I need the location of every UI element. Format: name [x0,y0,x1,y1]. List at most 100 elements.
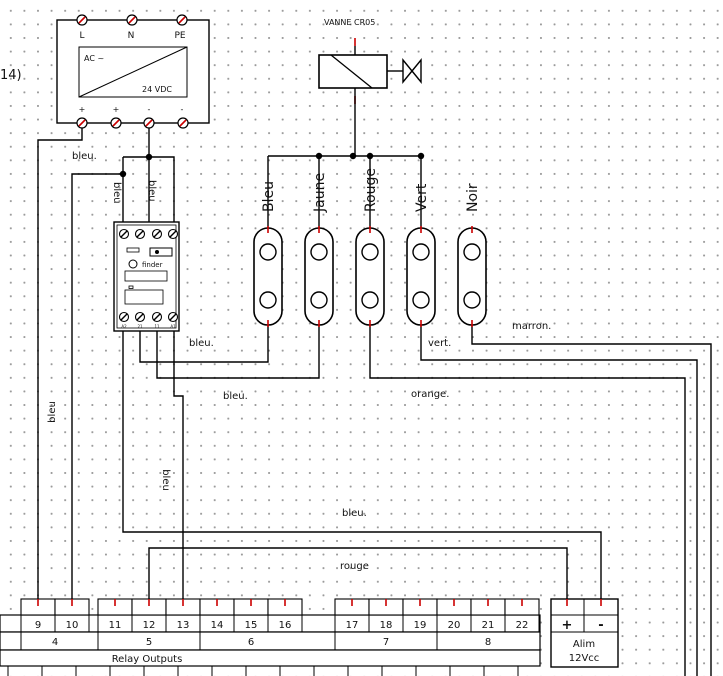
terminal-13-label: 13 [177,620,190,631]
valve-label: VANNE CR05 [324,18,375,27]
junction-dot-3 [366,152,374,160]
label-bleu-top: bleu. [72,151,97,162]
relay-bottom-screw-1 [118,311,130,323]
label-bleu-left: bleu [47,401,58,423]
power-supply: AC ~ 24 VDC L N PE + + - - [56,14,210,129]
alim-label-1: Alim [573,639,595,650]
label-bleu-vertical-1: bleu [111,182,122,204]
label-bleu-relay: bleu. [189,338,214,349]
out-minus-1-label: - [148,105,151,114]
terminal-12-label: 12 [143,620,156,631]
cable-bleu-hole-top [259,243,277,261]
relay-outputs-row [0,649,541,667]
relay-top-screw-3 [151,228,163,240]
terminal-10-label: 10 [66,620,79,631]
group-8-number: 8 [485,637,491,648]
terminal-pe-label: PE [174,31,185,41]
cable-jaune: Jaune [304,173,334,327]
terminal-n-label: N [128,31,135,41]
terminal-l-screw [76,14,88,26]
label-bleu-bottom: bleu. [342,508,367,519]
group-6-number: 6 [248,637,254,648]
terminal-16-label: 16 [279,620,292,631]
terminal-15-label: 15 [245,620,258,631]
out-plus-1-screw [76,117,88,129]
cable-vert-label: Vert [414,183,430,212]
junction-dot-1 [315,152,323,160]
alim-minus-label: - [598,618,603,633]
power-supply-diagonal [78,46,188,98]
terminal-14-label: 14 [211,620,224,631]
cable-jaune-hole-bottom [310,291,328,309]
wire-rouge [148,547,568,605]
cable-noir: Noir [457,183,487,327]
wire-labels: bleu. bleu bleu bleu bleu bleu. bleu. bl… [47,151,551,572]
ac-label: AC ~ [84,54,104,63]
label-bleu-low: bleu. [223,391,248,402]
cable-bleu-body [253,227,283,326]
cable-vert: Vert [406,183,436,327]
terminal-20-label: 20 [448,620,461,631]
terminal-17-label: 17 [346,620,359,631]
cable-vert-hole-top [412,243,430,261]
out-minus-1-screw [143,117,155,129]
cable-rouge-hole-top [361,243,379,261]
out-minus-2-screw [177,117,189,129]
relay-top-screw-1 [118,228,130,240]
group-5-number: 5 [146,637,152,648]
out-minus-2-label: - [181,105,184,114]
relay-button [128,259,138,269]
relay-bottom-screw-2 [134,311,146,323]
cable-bleu-label: Bleu [261,181,277,212]
relay-indicator [149,247,173,257]
wire-marron [471,325,712,676]
relay-top-screw-4 [167,228,179,240]
cable-jaune-hole-top [310,243,328,261]
group-4-number: 4 [52,637,58,648]
partial-label: 14) [0,68,22,83]
cable-noir-hole-bottom [463,291,481,309]
wires [37,46,712,676]
valve-symbol [402,58,422,84]
relay-brand: finder [142,261,163,269]
label-rouge: rouge [340,561,369,572]
junction-dot-5 [145,153,153,161]
alim-label-2: 12Vcc [569,653,600,664]
relay-small-tab [128,285,134,289]
cable-noir-hole-top [463,243,481,261]
cable-jaune-body [304,227,334,326]
terminal-21-label: 21 [482,620,495,631]
valve-coil-diagonal [330,54,373,89]
alim-plus-label: + [562,618,573,633]
cable-noir-body [457,227,487,326]
wire-relay-to-minus [122,331,602,605]
relay-pin-a1: A1 [170,324,176,329]
terminal-19-label: 19 [414,620,427,631]
relay: finder A2 21 11 A1 [113,221,180,332]
relay-pin-21: 21 [137,324,143,329]
relay-outputs-label: Relay Outputs [112,654,183,665]
terminal-22-label: 22 [516,620,529,631]
relay-pin-11: 11 [154,324,160,329]
group-7-number: 7 [383,637,389,648]
cable-rouge-hole-bottom [361,291,379,309]
dc-label: 24 VDC [142,85,172,94]
terminal-pe-screw [176,14,188,26]
terminal-18-label: 18 [380,620,393,631]
relay-pin-a2: A2 [121,324,127,329]
relay-label-plate [124,270,168,282]
cable-vert-hole-bottom [412,291,430,309]
out-plus-1-label: + [79,105,86,114]
relay-inner-frame [116,224,177,329]
out-plus-2-label: + [113,105,120,114]
valve: VANNE CR05 [318,18,422,104]
relay-tag [126,247,140,253]
cable-bleu-hole-bottom [259,291,277,309]
junction-dot-4 [417,152,425,160]
wire-relay-to-13 [173,331,184,605]
wire-to-10 [71,173,123,605]
relay-top-screw-2 [134,228,146,240]
